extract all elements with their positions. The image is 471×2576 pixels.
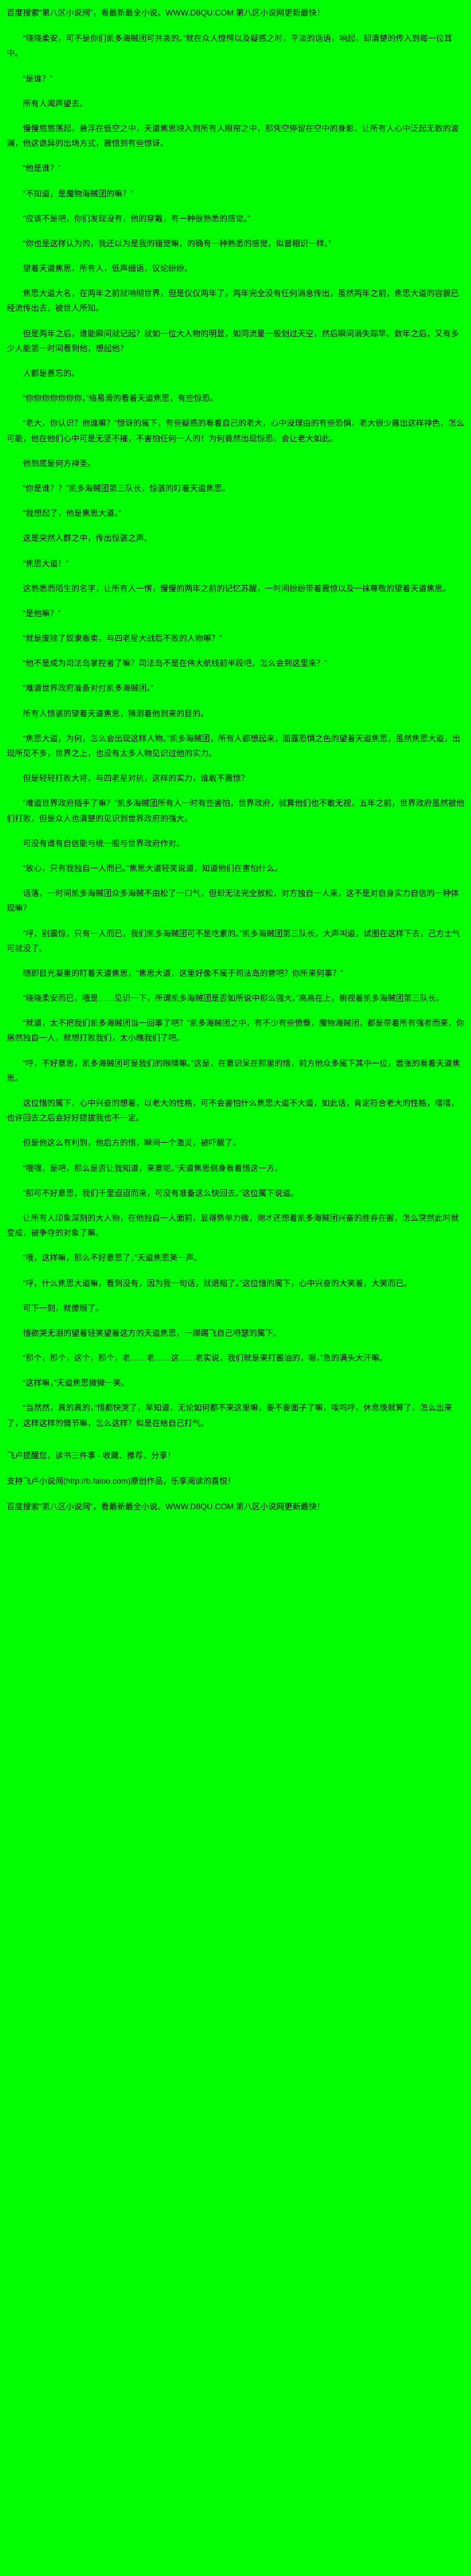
paragraph: “那可不好意思，我们千里迢迢而来，可没有准备这么快回去。”这位属下说道。 xyxy=(23,1188,299,1198)
paragraph: “难道世界政府插手了嘛？”凯多海贼团所有人一时有些害怕，世界政府，就算他们也不敢… xyxy=(7,798,464,823)
header-promo: 百度搜索“第八区小说网”，看最新最全小说。WWW.D8QU.COM 第八区小说网… xyxy=(7,8,325,17)
paragraph: 可没有谁有自信能与统一般与世界政府作对。 xyxy=(23,838,185,848)
paragraph: “他不是成为司法岛掌控者了嘛？司法岛不是在伟大航线前半段吧，怎么会到这里来？” xyxy=(23,658,327,669)
paragraph: “你你你你你你你，”络易滑的看着天道焦思，有些惊恐。 xyxy=(23,393,218,404)
paragraph: 所有人闻声望去。 xyxy=(23,98,88,108)
paragraph: 话落，一时间凯多海贼团众多海贼不由松了一口气，但却无法完全放松，对方独自一人来，… xyxy=(7,888,460,913)
footer-support-link: 支持飞卢小说网(http://b.faloo.com)原创作品，乐享阅读的喜悦！ xyxy=(7,1476,236,1486)
paragraph: 但是两年之后，谁能瞬间就记起？就如一位大人物的明显，如同流星一般划过天空，然后瞬… xyxy=(7,328,460,353)
paragraph: 所有人惊骇的望着天道焦思，猜测着他到来的目的。 xyxy=(23,708,209,718)
paragraph: 他到底是何方神圣。 xyxy=(23,458,96,468)
footer-reminder: 飞卢提醒您，读书三件事 - 收藏、推荐、分享！ xyxy=(7,1450,176,1460)
paragraph: “晓晓柔安，可不是你们凯多海贼团可共衾的。”就在众人惊愕以及疑惑之时，平淡的话语… xyxy=(7,34,452,59)
paragraph: 这是突然人群之中，传出惊骇之声。 xyxy=(23,533,153,543)
paragraph: “他是谁？” xyxy=(23,163,61,174)
footer-promo: 百度搜索“第八区小说网”，看最新最全小说。WWW.D8QU.COM 第八区小说网… xyxy=(7,1502,325,1512)
paragraph: “是谁？” xyxy=(23,73,52,83)
paragraph: 惜欲哭无泪的望着轻笑望着这方的天道焦思，一脚踢飞自己嘚瑟的属下。 xyxy=(23,1328,282,1338)
paragraph: “焦思大道，为何，怎么会出现这样人物。”凯多海贼团，所有人都想起来，面露恐惧之色… xyxy=(7,733,460,758)
paragraph: “老大，你认识？他谁嘛？”惊讶的属下，有些疑惑的看着自己的老大，心中没理由的有些… xyxy=(7,418,464,443)
paragraph: “呼，别震惊，只有一人而已，我们凯多海贼团可不是吃素的。”凯多海贼团第三队长，大… xyxy=(7,928,460,953)
paragraph: “哦，这样嘛，那么不好意思了，”天道焦思笑一声。 xyxy=(23,1253,202,1263)
paragraph: “应该不是吧，你们发现没有，他的穿戴，有一种很熟悉的感觉。” xyxy=(23,213,250,223)
paragraph: “就是废除了奴隶贩卖，与四老星大战后不败的人物嘛？” xyxy=(23,634,222,644)
paragraph: 但是轻轻打败大将，与四老星对抗，这样的实力，谁敢不震惊？ xyxy=(23,773,250,784)
paragraph: “这样嘛，”天道焦思微微一笑。 xyxy=(23,1378,129,1388)
paragraph: “难道世界政府准备对付凯多海贼团。” xyxy=(23,683,153,693)
paragraph: “我想起了，他是焦思大道。” xyxy=(23,508,121,519)
paragraph: “呼，不好意思，凯多海贼团可是我们的眼睛嘛。”这是，在意识呆在那里的惜，前方他众… xyxy=(7,1058,460,1083)
paragraph: “不知道，是魔物海贼团的嘛？” xyxy=(23,188,133,198)
paragraph: 这熟悉而陌生的名字，让所有人一愣，慢慢的两年之前的记忆苏醒，一时间纷纷带着震惊以… xyxy=(23,583,451,593)
paragraph: “是他嘛？” xyxy=(23,608,61,618)
paragraph: 但是他这么有利到，他后方的惜，瞬间一个激灵，被吓醒了。 xyxy=(23,1138,242,1148)
paragraph: “放心，只有我独自一人而已。”焦思大道轻笑说道，知道他们在害怕什么。 xyxy=(23,863,283,873)
paragraph: 这位惜的属下，心中兴奋的想着，以老大的性格，可不会害怕什么焦思大道不大道，如此话… xyxy=(7,1098,460,1123)
paragraph: 焦思大道大名，在两年之前就响彻世界，但是仅仅两年了，两年完全没有任何消息传出，虽… xyxy=(7,289,460,313)
paragraph: 慢慢悠悠荡起，悬浮在低空之中，天道焦思映入到所有人眼帘之中，那凭空停留在空中的身… xyxy=(7,123,460,149)
paragraph: 让所有人印象深刻的大人物，在他独自一人面前，显得势单力微，刚才还想着凯多海贼团兴… xyxy=(7,1213,460,1238)
paragraph: “那个，那个，这个，那个，老……老……这……老实说，我们就是来打酱油的，嗯，”急… xyxy=(23,1353,388,1363)
paragraph: 可下一刻，就傻眼了。 xyxy=(23,1303,104,1313)
paragraph: “就道，太不把我们凯多海贼团当一回事了吧？”凯多海贼团之中，有不少有些愤慨，魔物… xyxy=(7,1018,464,1043)
paragraph: “呼，什么焦思大道嘛，看到没有，因为我一句话，就退缩了。”这位惜的属下，心中兴奋… xyxy=(23,1278,412,1288)
novel-body: “晓晓柔安，可不是你们凯多海贼团可共衾的。”就在众人惊愕以及疑惑之时，平淡的话语… xyxy=(7,31,464,1431)
paragraph: “晓晓柔安而已，哦是……见识一下，所谓凯多海贼团是否如所说中那么强大。”高高在上… xyxy=(23,993,444,1003)
footer: 飞卢提醒您，读书三件事 - 收藏、推荐、分享！ 支持飞卢小说网(http://b… xyxy=(7,1448,464,1515)
paragraph: “你是谁？？”凯多海贼团第三队长，惊骇的盯着天道焦思。 xyxy=(23,483,230,493)
paragraph: 望着天道焦思，所有人，低声细语，议论纷纷。 xyxy=(23,264,193,274)
paragraph: 人都是善忘的。 xyxy=(23,369,80,378)
paragraph: “焦思大道！” xyxy=(23,558,69,568)
paragraph: “当然然，真的真的，”惜都快哭了，早知道，无论如何都不来这里嘛，要不要面子了嘛，… xyxy=(7,1403,452,1428)
paragraph: “你也是这样认为的，我还以为是我的错觉嘛，的确有一种熟悉的感觉，似曾相识一样。” xyxy=(23,238,331,248)
paragraph: “哦嘿，是吧，那么是否让我知道，来意呢。”天道焦思侧身看着惜这一方。 xyxy=(23,1163,283,1173)
paragraph: 随即目光凝重的盯着天道焦思，“焦思大道，这里好像不属于司法岛的管吧？你所来何事？… xyxy=(23,968,343,978)
